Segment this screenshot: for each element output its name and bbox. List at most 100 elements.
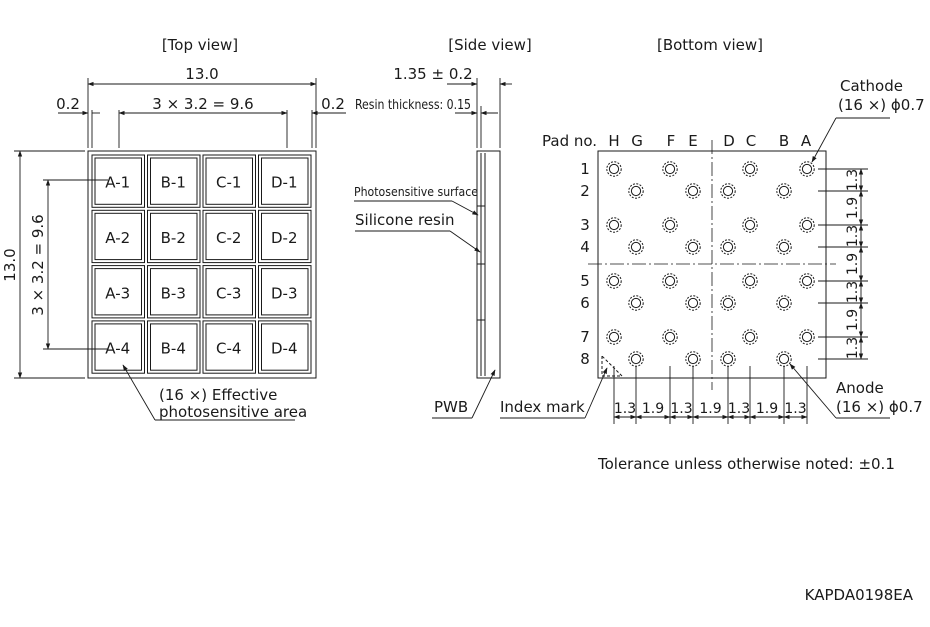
pad-row-number: 5 [580,272,590,290]
pad-row-number: 7 [580,328,590,346]
dim-overall-height: 13.0 [1,248,19,281]
pad [664,219,676,231]
pad [744,275,756,287]
pad-outer [662,329,678,345]
silicone-resin-label: Silicone resin [355,211,455,229]
side-view: [Side view] 1.35 ± 0.2 Resin thickness: … [354,36,532,419]
element-cell [91,265,145,319]
element-cell [147,265,201,319]
element-cell [202,154,256,208]
pitch-dimension: 1.3 [670,401,692,417]
pad-outer [606,329,622,345]
pad-outer [685,183,701,199]
pad-outer [799,273,815,289]
element-active-area [261,212,309,261]
element-active-area [205,268,253,316]
pad-outer [776,239,792,255]
element-active-area [150,157,198,205]
dim-thickness: 1.35 ± 0.2 [393,65,472,83]
cathode-spec: (16 ×) ϕ0.7 [838,96,925,114]
pad-row-number: 1 [580,160,590,178]
pad [801,163,813,175]
element-cell [147,320,201,374]
pad-row-number: 4 [580,238,590,256]
element-active-area [261,157,309,205]
pad-column-letter: B [779,132,789,150]
pwb-label: PWB [434,398,468,416]
pad-outer [776,183,792,199]
cathode-label: Cathode [840,77,903,95]
pad [608,275,620,287]
pad-outer [720,239,736,255]
pad-column-letter: A [801,132,812,150]
pad [608,163,620,175]
pad [744,163,756,175]
element-cell [258,320,312,374]
element-label: B-1 [161,174,186,192]
pad [722,185,734,197]
anode-spec: (16 ×) ϕ0.7 [836,398,923,416]
pad [778,297,790,309]
pad [744,219,756,231]
pad-outer [776,295,792,311]
pad [630,241,642,253]
pad [778,353,790,365]
pad-outer [799,161,815,177]
pad [687,353,699,365]
pad [630,353,642,365]
pitch-dimension: 1.3 [614,401,636,417]
pad-outer [628,239,644,255]
pitch-dimension: 1.9 [642,401,664,417]
pad-outer [606,161,622,177]
pad [664,331,676,343]
element-cell [258,209,312,264]
element-cell [147,154,201,208]
pad-outer [720,295,736,311]
photosensitive-surface-label: Photosensitive surface [354,185,478,199]
pad-row-number: 2 [580,182,590,200]
dim-overall-width: 13.0 [185,65,218,83]
pad-outer [662,273,678,289]
pad-outer [720,183,736,199]
pad-outer [662,161,678,177]
top-view-package-outline [87,150,317,379]
effective-area-label-1: (16 ×) Effective [159,386,277,404]
dim-pitch-vertical: 3 × 3.2 = 9.6 [29,214,47,315]
pitch-dimension: 1.9 [845,253,861,275]
pad-outer [628,183,644,199]
anode-label: Anode [836,379,884,397]
pad [722,297,734,309]
pad-outer [742,329,758,345]
pad-outer [606,273,622,289]
index-mark-triangle [601,354,624,377]
pad-outer [662,217,678,233]
pitch-dimension: 1.9 [845,309,861,331]
element-label: A-4 [105,340,130,358]
pad-outer [799,329,815,345]
element-cell [91,320,145,374]
pad [630,185,642,197]
pad [608,331,620,343]
element-active-area [94,212,142,261]
pad [687,185,699,197]
element-label: D-4 [271,340,298,358]
element-active-area [261,323,309,371]
element-cell [202,320,256,374]
element-active-area [150,212,198,261]
pad [801,331,813,343]
pad-column-letter: D [723,132,735,150]
pad [722,353,734,365]
pad [801,219,813,231]
element-cell [202,265,256,319]
drawing-number: KAPDA0198EA [805,586,914,604]
element-label: A-3 [105,284,130,302]
element-cell [258,154,312,208]
element-label: C-2 [216,229,241,247]
tolerance-note: Tolerance unless otherwise noted: ±0.1 [597,455,895,473]
pitch-dimension: 1.3 [845,169,861,191]
pad-outer [799,217,815,233]
element-active-area [150,268,198,316]
